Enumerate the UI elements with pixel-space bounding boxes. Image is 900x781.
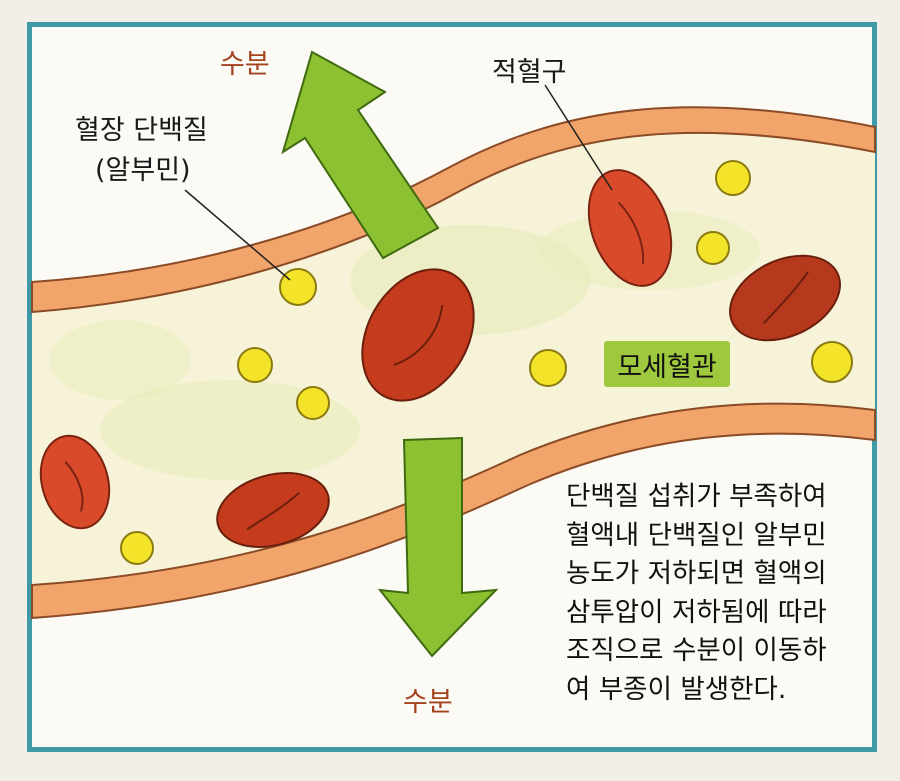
albumin-particle bbox=[811, 341, 853, 383]
water-flow-arrow-down bbox=[377, 436, 499, 658]
red-blood-cell bbox=[729, 254, 841, 342]
vessel-wall-top bbox=[31, 106, 876, 314]
red-blood-cell bbox=[39, 434, 111, 530]
red-blood-cell-label: 적혈구 bbox=[492, 57, 567, 88]
description-line: 조직으로 수분이 이동하 bbox=[566, 635, 827, 666]
description-line: 삼투압이 저하됨에 따라 bbox=[566, 596, 827, 628]
water-label-top: 수분 bbox=[220, 49, 270, 80]
description-text: 단백질 섭취가 부족하여 혈액내 단백질인 알부민 농도가 저하되면 혈액의 삼… bbox=[566, 478, 876, 709]
albumin-particle bbox=[120, 531, 154, 565]
red-blood-cell bbox=[361, 268, 475, 402]
leader-line-rbc bbox=[544, 84, 613, 191]
albumin-particle bbox=[296, 386, 330, 420]
albumin-label: (알부민) bbox=[95, 155, 191, 186]
description-line: 단백질 섭취가 부족하여 bbox=[566, 481, 827, 512]
leader-line-albumin bbox=[184, 189, 291, 281]
capillary-label: 모세혈관 bbox=[604, 341, 730, 387]
description-line: 혈액내 단백질인 알부민 bbox=[566, 519, 827, 551]
red-blood-cell bbox=[587, 169, 673, 287]
albumin-particle bbox=[237, 347, 273, 383]
albumin-particle bbox=[529, 349, 567, 387]
albumin-particle bbox=[696, 231, 730, 265]
water-flow-arrow-up bbox=[281, 50, 440, 260]
albumin-particle bbox=[715, 160, 751, 196]
albumin-particle bbox=[279, 268, 317, 306]
plasma-tint bbox=[100, 380, 360, 480]
description-line: 농도가 저하되면 혈액의 bbox=[566, 558, 827, 589]
description-line: 여 부종이 발생한다. bbox=[566, 673, 787, 705]
water-label-bottom: 수분 bbox=[403, 687, 453, 718]
plasma-protein-label: 혈장 단백질 bbox=[75, 115, 208, 146]
red-blood-cell bbox=[216, 472, 330, 548]
plasma-tint bbox=[50, 320, 190, 400]
